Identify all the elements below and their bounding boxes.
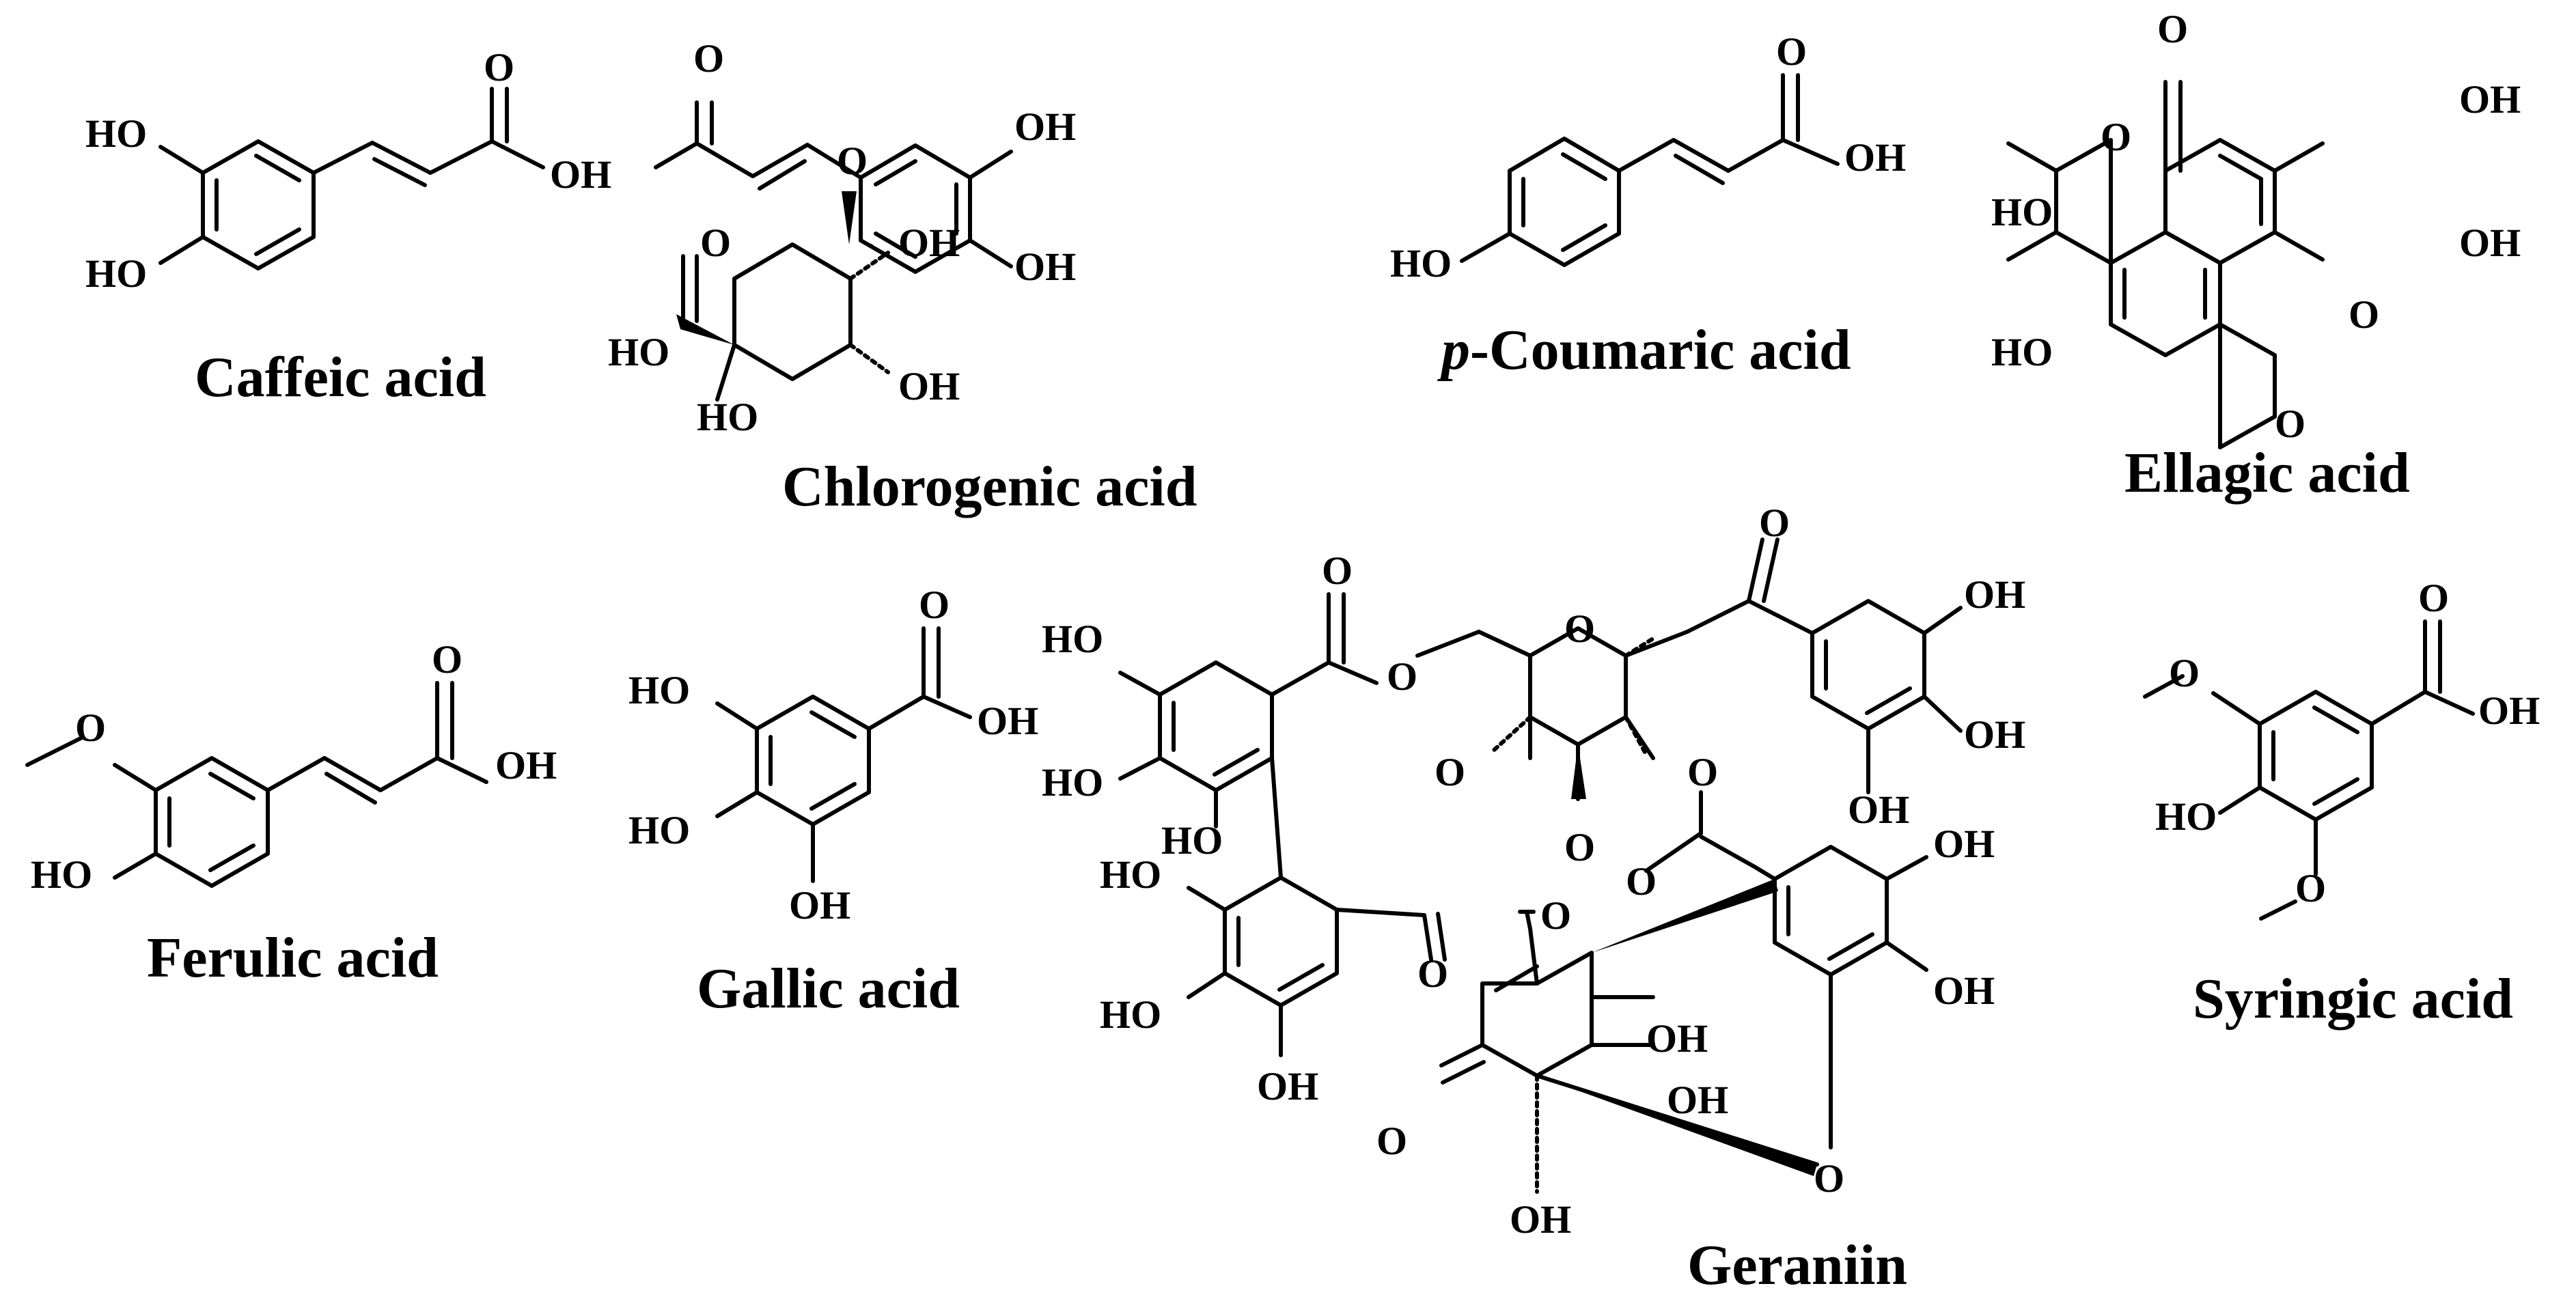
geraniin-o-link: O [1387,654,1417,699]
p-coumaric-acid-structure [1460,73,1840,267]
chlorogenic-stereo-bonds [676,191,890,402]
ellagic-acid-structure [2006,80,2325,449]
geraniin-ho-l2: HO [1042,760,1103,805]
chlorogenic-acid-caption: Chlorogenic acid [782,455,1197,518]
chlorogenic-ho-c1: HO [697,395,758,439]
geraniin-o-c2: O [1417,951,1448,996]
geraniin-o-top-1: O [1322,548,1353,593]
coumaric-oh: OH [1844,135,1906,180]
gallic-o: O [919,583,950,627]
p-coumaric-acid-caption: p-Coumaric acid [1437,318,1851,382]
ellagic-o-3: O [2349,292,2379,337]
caffeic-ho-2: HO [85,251,147,296]
geraniin-oh-c1: OH [1646,1016,1708,1061]
gallic-oh-3: OH [789,883,850,927]
geraniin-oh-c2: OH [1667,1078,1728,1122]
ellagic-oh-2: OH [2459,221,2521,265]
chlorogenic-oh-a: OH [898,221,960,265]
ferulic-ho: HO [31,852,92,897]
geraniin-ho-l3: HO [1161,818,1223,863]
gallic-acid-structure [715,626,972,883]
syringic-acid-caption: Syringic acid [2193,967,2513,1031]
geraniin-o-ring: O [1564,606,1595,651]
geraniin-oh-g2: OH [1964,712,2025,757]
geraniin-o-top-2: O [1759,501,1790,545]
ferulic-o: O [432,637,462,682]
geraniin-caption: Geraniin [1687,1233,1907,1297]
ellagic-o-4: O [2275,402,2305,446]
chlorogenic-acid-ho: HO [608,330,669,374]
syringic-o-methoxy-2: O [2295,866,2326,910]
gallic-ho-2: HO [628,808,690,852]
p-coumaric-prefix: p [1437,318,1470,382]
coumaric-o: O [1776,29,1807,74]
geraniin-oh-r2: OH [1933,968,1995,1013]
geraniin-o-ketone: O [1376,1119,1407,1163]
ellagic-o-2: O [2101,115,2131,159]
geraniin-o-bridge: O [1814,1156,1844,1201]
geraniin-oh-g3: OH [1848,787,1909,832]
geraniin-o-mid-3: O [1687,750,1718,794]
caffeic-ho-1: HO [85,111,147,156]
ellagic-acid-caption: Ellagic acid [2124,441,2410,505]
caffeic-acid-structure [158,87,545,270]
geraniin-o-c1: O [1626,859,1657,904]
p-coumaric-name: -Coumaric acid [1470,318,1851,382]
syringic-o-methoxy-1: O [2169,651,2200,695]
gallic-acid-caption: Gallic acid [697,957,960,1020]
geraniin-o-mid-2: O [1564,825,1595,869]
gallic-ho-1: HO [628,668,690,712]
geraniin-structure [1118,537,1963,1167]
geraniin-o-mid-1: O [1435,750,1465,794]
ferulic-o-methoxy: O [75,706,106,750]
geraniin-oh-r1: OH [1933,822,1995,866]
geraniin-ho-l5: HO [1100,992,1161,1037]
ferulic-oh: OH [495,743,557,787]
geraniin-ho-l1: HO [1042,617,1103,661]
chlorogenic-o-carbonyl: O [693,36,724,81]
ellagic-o-1: O [2157,7,2188,51]
ellagic-ho-4: HO [1991,330,2053,374]
ellagic-ho-3: HO [1991,190,2053,234]
geraniin-oh-l6: OH [1257,1064,1318,1108]
syringic-acid-structure [2143,619,2475,921]
chlorogenic-ring-oh-2: OH [1014,245,1076,289]
chlorogenic-o-ester: O [837,139,868,183]
chlorogenic-oh-b: OH [898,364,960,408]
gallic-oh: OH [977,699,1038,743]
ferulic-acid-caption: Ferulic acid [147,926,439,990]
geraniin-oh-g1: OH [1964,572,2025,617]
syringic-ho: HO [2155,794,2217,839]
chlorogenic-acid-structure [654,100,1013,381]
chlorogenic-o-acid: O [700,221,731,265]
caffeic-acid-caption: Caffeic acid [195,346,486,409]
caffeic-oh: OH [550,152,611,197]
geraniin-oh-bottom: OH [1510,1197,1571,1242]
syringic-o: O [2418,576,2449,620]
geraniin-ho-l4: HO [1100,852,1161,897]
syringic-oh: OH [2478,688,2540,733]
chlorogenic-ring-oh-1: OH [1014,104,1076,149]
ellagic-oh-1: OH [2459,77,2521,122]
geraniin-o-c3: O [1540,893,1571,938]
coumaric-ho: HO [1390,241,1452,285]
geraniin-stereo-bonds [1491,637,1817,1194]
caffeic-o: O [484,45,514,89]
ferulic-acid-structure [25,681,488,888]
